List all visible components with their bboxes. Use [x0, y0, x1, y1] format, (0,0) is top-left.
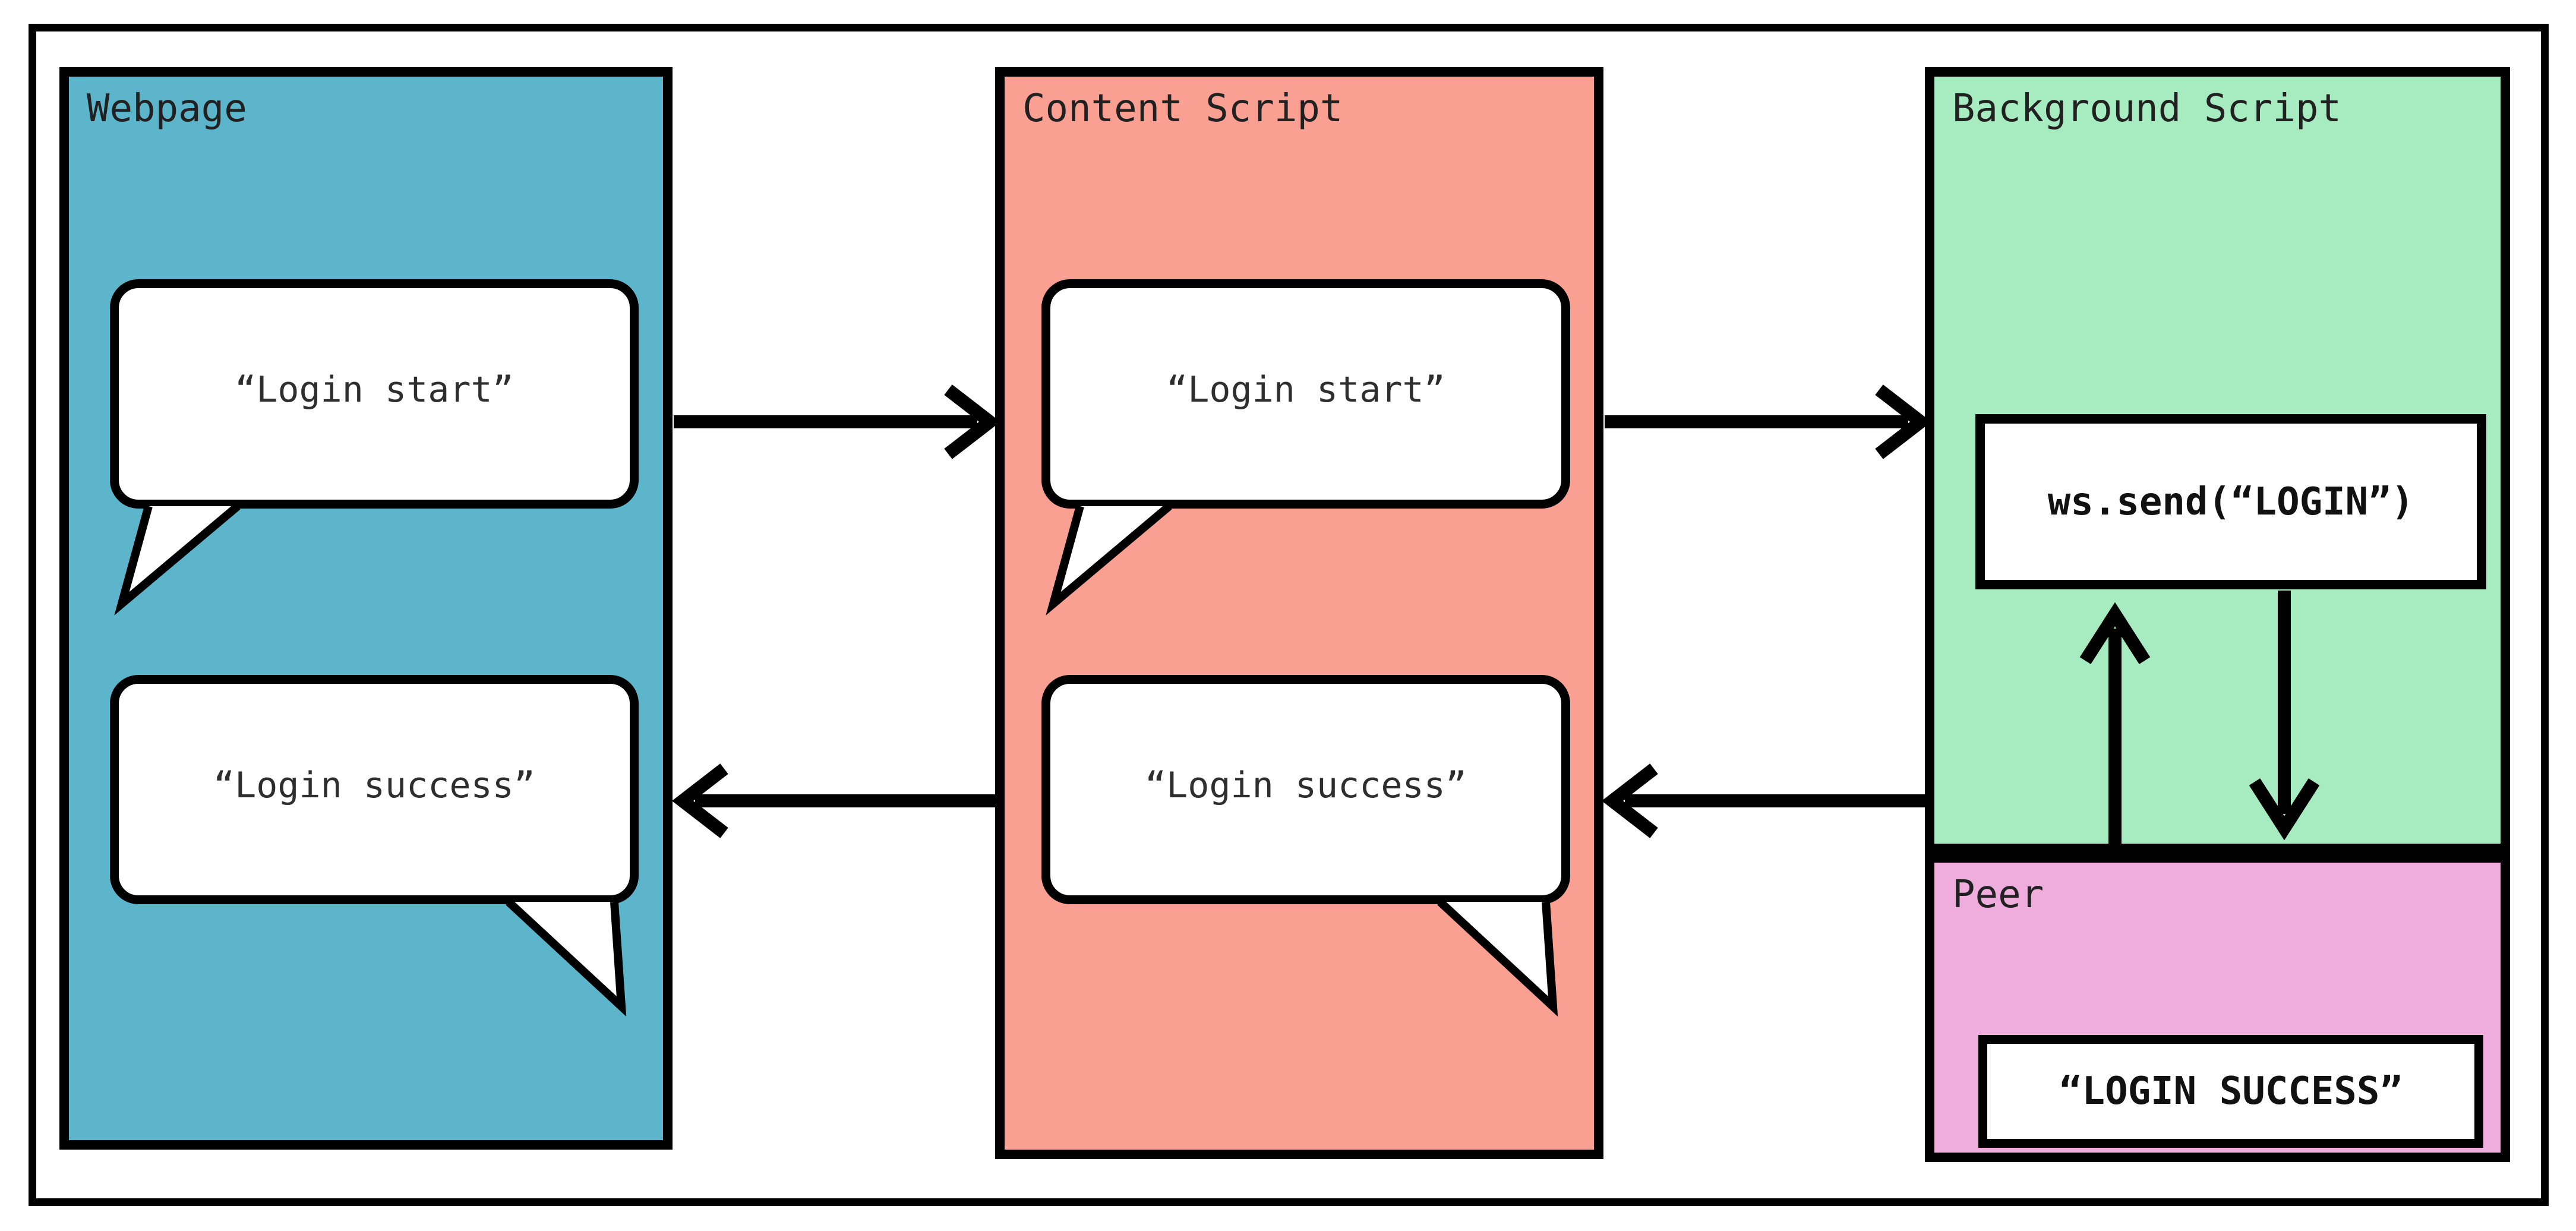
- peer-login-success-text: “LOGIN SUCCESS”: [2059, 1069, 2403, 1113]
- content-login-start-bubble: “Login start”: [1041, 279, 1570, 509]
- peer-login-success-box: “LOGIN SUCCESS”: [1978, 1035, 2483, 1148]
- webpage-login-success-bubble: “Login success”: [110, 675, 639, 904]
- content-login-success-bubble: “Login success”: [1041, 675, 1570, 904]
- content-script-label: Content Script: [1022, 87, 1343, 131]
- webpage-label: Webpage: [87, 87, 247, 131]
- webpage-box: Webpage “Login start” “Login success”: [59, 67, 673, 1150]
- ws-send-code-text: ws.send(“LOGIN”): [2047, 479, 2414, 524]
- webpage-login-start-text: “Login start”: [235, 369, 514, 411]
- background-script-label: Background Script: [1952, 87, 2342, 131]
- background-script-box: Background Script ws.send(“LOGIN”): [1925, 67, 2510, 853]
- content-login-start-text: “Login start”: [1166, 369, 1445, 411]
- content-login-success-text: “Login success”: [1145, 765, 1467, 806]
- peer-label: Peer: [1952, 873, 2044, 917]
- ws-send-code-box: ws.send(“LOGIN”): [1975, 414, 2486, 589]
- webpage-login-start-bubble: “Login start”: [110, 279, 639, 509]
- webpage-login-success-text: “Login success”: [213, 765, 535, 806]
- peer-box: Peer “LOGIN SUCCESS”: [1925, 853, 2510, 1162]
- content-script-box: Content Script “Login start” “Login succ…: [995, 67, 1603, 1159]
